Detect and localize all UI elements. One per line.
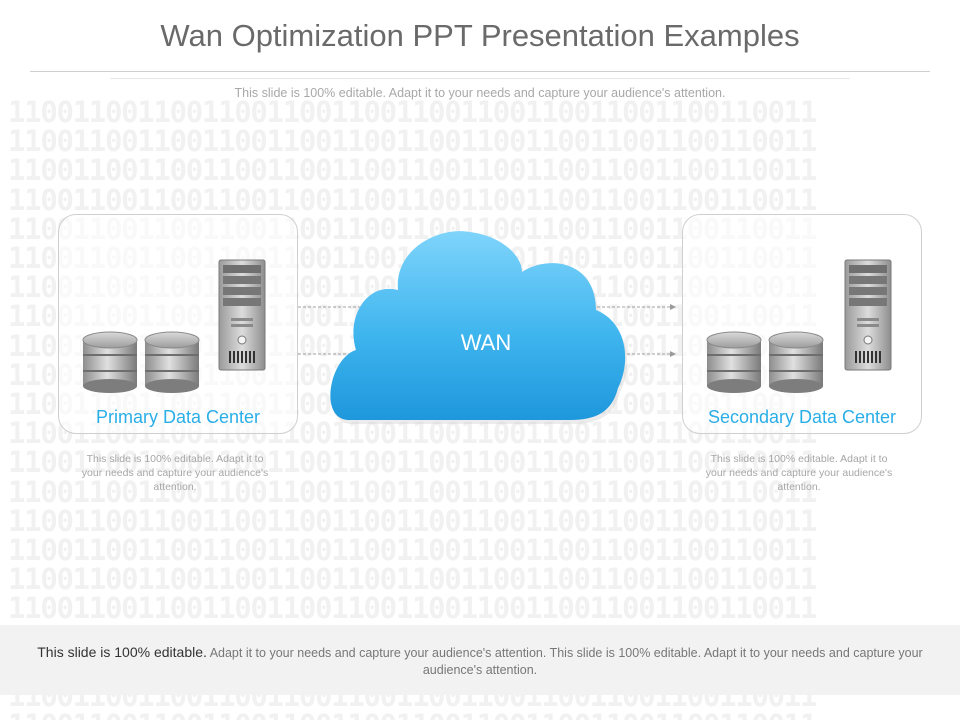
title-divider (30, 71, 930, 72)
database-icon (768, 331, 824, 394)
server-tower-icon (844, 259, 892, 371)
primary-database-icons (82, 331, 200, 394)
footer-lead-text: This slide is 100% editable. (37, 644, 207, 660)
cloud-icon (330, 231, 628, 424)
title-divider-secondary (110, 78, 850, 79)
secondary-data-center-description: This slide is 100% editable. Adapt it to… (705, 453, 893, 493)
primary-data-center-description: This slide is 100% editable. Adapt it to… (81, 453, 269, 493)
primary-data-center-label: Primary Data Center (95, 407, 261, 427)
database-icon (144, 331, 200, 394)
database-icon (706, 331, 762, 394)
database-icon (82, 331, 138, 394)
slide-subtitle: This slide is 100% editable. Adapt it to… (234, 86, 726, 100)
slide-title: Wan Optimization PPT Presentation Exampl… (160, 18, 800, 53)
server-tower-icon (218, 259, 266, 371)
footer-text: This slide is 100% editable. Adapt it to… (10, 644, 950, 679)
footer-band (0, 625, 960, 695)
wan-cloud-label: WAN (460, 330, 512, 355)
secondary-data-center-label: Secondary Data Center (707, 407, 897, 427)
footer-body-text: Adapt it to your needs and capture your … (206, 646, 923, 677)
secondary-database-icons (706, 331, 824, 394)
